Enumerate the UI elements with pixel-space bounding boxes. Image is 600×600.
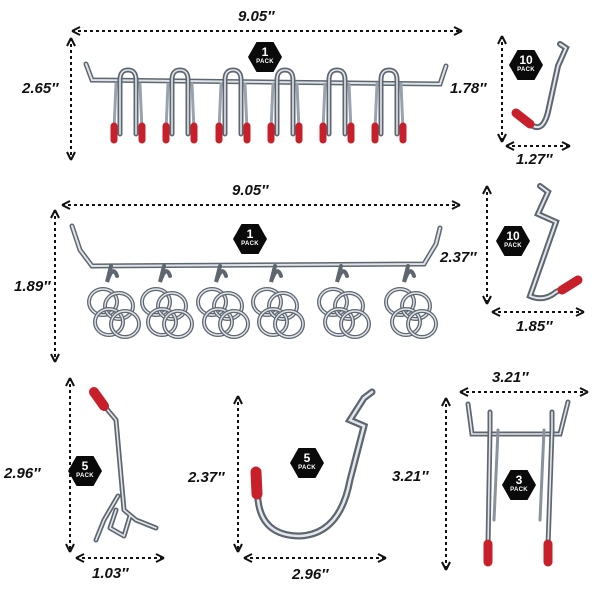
bar-6-hooks-illustration xyxy=(66,26,463,161)
small-j-hook-pack-label: PACK xyxy=(517,67,535,73)
straight-hook-height-dimension-line xyxy=(65,377,75,553)
medium-j-hook-height-dimension-line xyxy=(482,185,492,305)
double-prong-hook-illustration xyxy=(441,387,589,571)
small-j-hook-width-label: 1.27″ xyxy=(516,151,553,168)
large-u-hook-width-dimension-line xyxy=(243,553,387,563)
double-prong-hook-width-label: 3.21″ xyxy=(492,369,529,386)
straight-hook-pack-label: PACK xyxy=(76,473,94,479)
bar-6-loops-pack-label: PACK xyxy=(241,241,259,247)
straight-hook-metal xyxy=(89,387,159,543)
u-hook-2 xyxy=(162,67,198,144)
medium-j-hook-pack-label: PACK xyxy=(504,243,522,249)
straight-hook-illustration xyxy=(65,377,165,563)
bar-6-loops-metal xyxy=(69,223,443,339)
medium-j-hook-pack-badge: 10 PACK xyxy=(496,226,530,256)
double-prong-hook-width-dimension-line xyxy=(459,387,589,397)
loop-hook-3 xyxy=(196,264,250,339)
bar-6-loops-height-label: 1.89″ xyxy=(14,278,51,295)
small-j-hook-width-dimension-line xyxy=(505,141,571,151)
straight-hook-width-dimension-line xyxy=(75,553,165,563)
straight-hook-pack-badge: 5 PACK xyxy=(68,456,102,486)
large-u-hook-height-label: 2.37″ xyxy=(188,469,225,486)
bar-6-hooks-width-dimension-line xyxy=(71,26,463,36)
small-j-hook-pack-badge: 10 PACK xyxy=(509,50,543,80)
bar-6-loops-width-dimension-line xyxy=(61,200,461,210)
double-prong-hook-pack-badge: 3 PACK xyxy=(502,470,536,500)
u-hook-4 xyxy=(267,67,303,144)
small-j-hook-illustration xyxy=(497,35,571,151)
bar-6-hooks-height-label: 2.65″ xyxy=(22,80,59,97)
loop-hook-1 xyxy=(87,264,141,339)
bar-6-loops-illustration xyxy=(50,200,461,363)
small-j-hook-metal xyxy=(511,41,570,131)
loop-hook-6 xyxy=(384,264,438,339)
u-hook-5 xyxy=(319,67,355,144)
large-u-hook-metal xyxy=(250,388,376,540)
bar-6-loops-height-dimension-line xyxy=(50,209,60,363)
u-hook-1 xyxy=(110,67,146,144)
medium-j-hook-width-dimension-line xyxy=(491,307,585,317)
medium-j-hook-metal xyxy=(526,183,583,302)
loop-hook-4 xyxy=(251,264,305,339)
u-hook-3 xyxy=(215,67,251,144)
bar-6-hooks-width-label: 9.05″ xyxy=(238,8,275,25)
straight-hook-pack-count: 5 xyxy=(81,459,89,473)
large-u-hook-illustration xyxy=(233,388,387,563)
loop-hook-2 xyxy=(140,264,194,339)
double-prong-hook-height-label: 3.21″ xyxy=(392,468,429,485)
straight-hook-height-label: 2.96″ xyxy=(4,465,41,482)
bar-6-hooks-pack-label: PACK xyxy=(256,59,274,65)
small-j-hook-height-label: 1.78″ xyxy=(450,80,487,97)
large-u-hook-pack-label: PACK xyxy=(298,465,316,471)
large-u-hook-pack-badge: 5 PACK xyxy=(290,448,324,478)
medium-j-hook-illustration xyxy=(482,183,585,317)
large-u-hook-height-dimension-line xyxy=(233,395,243,553)
double-prong-hook-pack-count: 3 xyxy=(515,473,523,487)
bar-6-hooks-pack-badge: 1 PACK xyxy=(248,42,282,72)
small-j-hook-pack-count: 10 xyxy=(519,53,533,67)
loop-hook-5 xyxy=(317,264,371,339)
small-j-hook-height-dimension-line xyxy=(497,35,507,143)
bar-6-hooks-pack-count: 1 xyxy=(261,45,269,59)
large-u-hook-pack-count: 5 xyxy=(303,451,311,465)
bar-6-loops-width-label: 9.05″ xyxy=(232,182,269,199)
double-prong-hook-pack-label: PACK xyxy=(510,487,528,493)
medium-j-hook-height-label: 2.37″ xyxy=(440,249,477,266)
large-u-hook-width-label: 2.96″ xyxy=(292,566,329,583)
medium-j-hook-pack-count: 10 xyxy=(506,229,520,243)
straight-hook-width-label: 1.03″ xyxy=(92,565,129,582)
bar-6-hooks-metal xyxy=(83,61,449,144)
bar-6-loops-pack-count: 1 xyxy=(246,227,254,241)
double-prong-hook-metal xyxy=(465,399,571,567)
medium-j-hook-width-label: 1.85″ xyxy=(516,318,553,335)
double-prong-hook-height-dimension-line xyxy=(441,397,451,571)
u-hook-6 xyxy=(371,67,407,144)
bar-6-loops-pack-badge: 1 PACK xyxy=(233,224,267,254)
bar-6-hooks-height-dimension-line xyxy=(66,37,76,161)
